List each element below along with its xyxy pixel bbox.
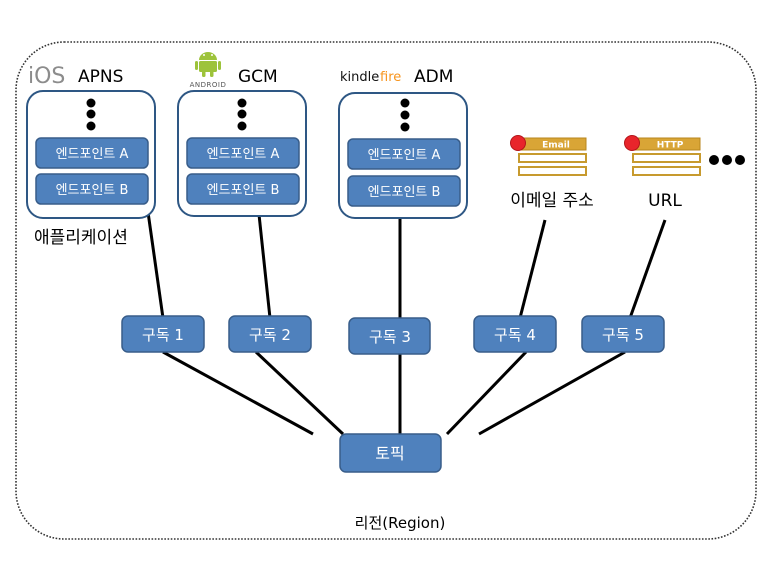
subscription-1[interactable] <box>121 315 205 353</box>
subscription-2[interactable] <box>228 315 312 353</box>
email-address-label: 이메일 주소 <box>510 191 594 211</box>
http-row <box>632 153 701 163</box>
ios-logo: iOS <box>28 64 65 89</box>
ellipsis-dot <box>237 109 247 119</box>
region-label: 리전(Region) <box>355 514 446 532</box>
ellipsis-dot <box>86 98 96 108</box>
ellipsis-dot <box>400 122 410 132</box>
apns-endpoint-b-label: 엔드포인트 B <box>56 183 129 198</box>
adm-endpoint-b-label: 엔드포인트 B <box>368 185 441 200</box>
ellipsis-dot <box>86 121 96 131</box>
apns-endpoint-b[interactable] <box>35 173 149 205</box>
line-sub1-topic <box>162 350 314 436</box>
subscription-3[interactable] <box>348 317 431 355</box>
http-badge-label: HTTP <box>657 141 684 151</box>
fire-logo: fire <box>380 70 401 85</box>
line-url-sub5 <box>628 219 667 319</box>
adm-endpoint-b[interactable] <box>347 175 461 207</box>
connections <box>145 204 667 436</box>
gcm-endpoint-a[interactable] <box>186 137 300 169</box>
ellipsis-dot <box>86 109 96 119</box>
line-endpoint-gcm-sub2 <box>256 204 272 319</box>
email-row <box>518 166 587 176</box>
http-endpoint[interactable]: HTTP URL <box>624 135 701 212</box>
subscriptions: 구독 1 구독 2 구독 3 구독 4 구독 5 <box>121 315 665 355</box>
url-label: URL <box>648 191 682 211</box>
adm-endpoint-a-label: 엔드포인트 A <box>368 148 441 163</box>
http-row <box>632 166 701 176</box>
apns-label: APNS <box>78 67 123 87</box>
line-sub2-topic <box>254 350 345 436</box>
adm-label: ADM <box>414 67 453 87</box>
ellipsis-dot <box>400 98 410 108</box>
email-badge-label: Email <box>542 141 570 151</box>
red-dot-icon <box>510 135 526 151</box>
android-wordmark: ANDROID <box>190 81 227 89</box>
subscription-5-label: 구독 5 <box>602 326 644 344</box>
gcm-label: GCM <box>238 67 278 87</box>
region-boundary <box>15 41 757 540</box>
platform-gcm: ANDROID GCM 엔드포인트 A 엔드포인트 B <box>177 52 307 217</box>
line-sub4-topic <box>445 350 528 436</box>
topic-label: 토픽 <box>375 444 404 463</box>
red-dot-icon <box>624 135 640 151</box>
gcm-endpoint-b[interactable] <box>186 173 300 205</box>
more-ellipsis-icon <box>709 155 745 165</box>
line-email-sub4 <box>518 219 547 319</box>
subscription-5[interactable] <box>581 315 665 353</box>
gcm-endpoint-b-label: 엔드포인트 B <box>207 183 280 198</box>
apns-endpoint-a[interactable] <box>35 137 149 169</box>
subscription-3-label: 구독 3 <box>369 328 411 346</box>
kindle-logo: kindle <box>340 70 379 85</box>
email-row <box>518 153 587 163</box>
subscription-4-label: 구독 4 <box>494 326 536 344</box>
apns-endpoint-a-label: 엔드포인트 A <box>56 147 129 162</box>
adm-endpoint-a[interactable] <box>347 138 461 170</box>
ellipsis-dot <box>237 121 247 131</box>
platform-adm: kindle fire ADM 엔드포인트 A 엔드포인트 B <box>338 67 468 219</box>
ellipsis-dot <box>400 110 410 120</box>
subscription-4[interactable] <box>473 315 557 353</box>
android-icon <box>195 52 221 77</box>
subscription-1-label: 구독 1 <box>142 326 184 344</box>
email-endpoint[interactable]: Email 이메일 주소 <box>510 135 594 212</box>
gcm-endpoint-a-label: 엔드포인트 A <box>207 147 280 162</box>
platform-apns: iOS APNS 엔드포인트 A 엔드포인트 B 애플리케이션 <box>26 64 156 248</box>
ellipsis-dot <box>237 98 247 108</box>
line-sub5-topic <box>478 350 626 436</box>
line-endpoint-apns-sub1 <box>145 204 165 319</box>
topic-box[interactable] <box>339 433 442 473</box>
subscription-2-label: 구독 2 <box>249 326 291 344</box>
application-label: 애플리케이션 <box>34 228 128 248</box>
